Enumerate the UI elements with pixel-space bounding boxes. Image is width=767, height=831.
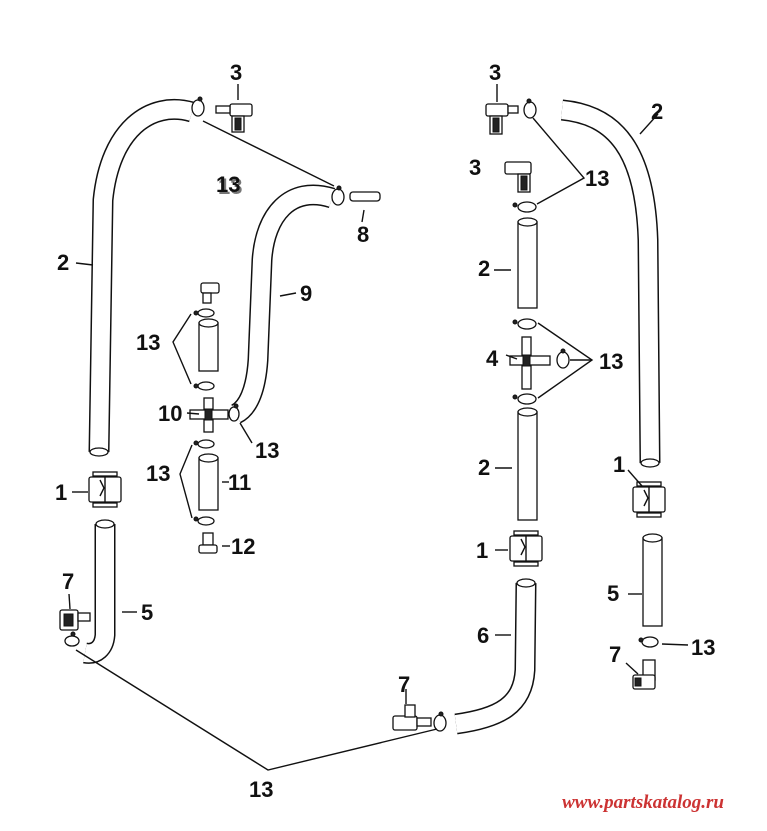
callout-13-middle-right: 13 — [599, 349, 623, 374]
fitting-8 — [331, 185, 381, 206]
callout-5-left: 5 — [141, 600, 153, 625]
hose-5-right — [642, 533, 663, 627]
filter-1-right — [632, 481, 666, 518]
elbow-fitting-7-right — [632, 659, 656, 690]
callout-2-left: 2 — [57, 250, 69, 275]
filter-1-left — [88, 471, 122, 508]
callout-12: 12 — [231, 534, 255, 559]
callout-13-far-right: 13 — [691, 635, 715, 660]
cross-fitting-4 — [509, 336, 551, 390]
callout-1-left: 1 — [55, 480, 67, 505]
watermark-text: www.partskatalog.ru — [562, 792, 724, 813]
callout-7-center: 7 — [398, 672, 410, 697]
hose-2-right-short-upper — [517, 217, 538, 309]
elbow-fitting-3-top-left — [215, 103, 253, 133]
hose-6 — [454, 578, 537, 735]
hose-9 — [230, 184, 336, 424]
clamp-13-far-right — [638, 636, 659, 648]
clamp-13-right-d — [512, 393, 537, 405]
elbow-fitting-3-top-right — [485, 103, 519, 135]
hose-2-left-long — [88, 98, 195, 457]
callout-13-bottom: 13 — [249, 777, 273, 802]
hose-2-right-long — [560, 99, 661, 468]
callout-1-center: 1 — [476, 538, 488, 563]
callout-13-top-left: 13 — [216, 172, 240, 197]
callout-4: 4 — [486, 346, 499, 371]
callout-5-right: 5 — [607, 581, 619, 606]
hose-11-lower — [198, 453, 219, 511]
elbow-fitting-12-top — [200, 282, 220, 304]
clamp-13-lower-a — [193, 439, 215, 449]
elbow-fitting-12 — [198, 532, 218, 554]
callout-2-right-upper: 2 — [478, 256, 490, 281]
elbow-fitting-7-center — [392, 704, 432, 731]
filter-1-center — [509, 530, 543, 567]
hose-2-right-short-lower — [517, 407, 538, 521]
clamp-13-upper-b — [193, 381, 215, 391]
callout-13-lower-left: 13 — [146, 461, 170, 486]
clamp-13-center-bottom — [433, 711, 447, 732]
clamp-13-right-b — [512, 318, 537, 330]
callout-6: 6 — [477, 623, 489, 648]
cross-fitting-10 — [189, 397, 229, 433]
callout-7-left: 7 — [62, 569, 74, 594]
callout-3-middle-right: 3 — [469, 155, 481, 180]
callout-13-upper-right: 13 — [585, 166, 609, 191]
hose-11-upper — [198, 318, 219, 372]
elbow-fitting-7-left — [59, 609, 91, 631]
callout-7-right: 7 — [609, 642, 621, 667]
callout-3-top-left: 3 — [230, 60, 242, 85]
callout-8: 8 — [357, 222, 369, 247]
clamp-13-right-c — [556, 348, 570, 369]
leader-lines — [68, 84, 689, 771]
callout-2-right-lower: 2 — [478, 455, 490, 480]
callout-11: 11 — [228, 470, 251, 495]
callout-2-right-long: 2 — [651, 99, 663, 124]
callout-9: 9 — [300, 281, 312, 306]
clamp-13-upper-a — [193, 308, 215, 318]
callout-10: 10 — [158, 401, 182, 426]
clamp-13-cross-side — [228, 403, 240, 422]
clamp-13-right-a — [512, 201, 537, 213]
clamp-top-left — [191, 96, 205, 117]
clamp-13-lower-b — [193, 516, 215, 526]
callout-1-right: 1 — [613, 452, 625, 477]
callout-13-upper-left: 13 — [136, 330, 160, 355]
clamp-13-top-right — [523, 98, 537, 119]
hose-5-left — [83, 519, 116, 664]
callout-13-cross: 13 — [255, 438, 279, 463]
clamp-13-left-bottom — [64, 631, 80, 647]
callout-13-shadow: 13 — [218, 174, 242, 199]
callout-3-top-right: 3 — [489, 60, 501, 85]
elbow-fitting-3-middle-right — [504, 161, 532, 193]
